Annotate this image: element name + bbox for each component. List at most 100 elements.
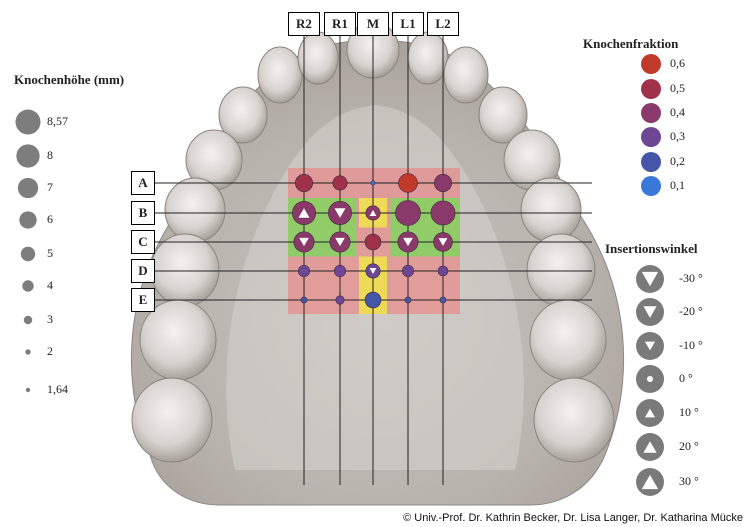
bone-height-label: 7 <box>47 180 53 194</box>
tooth <box>407 31 449 85</box>
angle-wedge-icon <box>298 208 310 218</box>
insertion-angle-marker <box>636 332 664 360</box>
column-label-m: M <box>357 12 389 36</box>
copyright-notice: © Univ.-Prof. Dr. Kathrin Becker, Dr. Li… <box>403 512 743 524</box>
column-label-l1: L1 <box>392 12 424 36</box>
insertion-angle-marker <box>636 265 664 293</box>
bone-height-label: 5 <box>47 246 53 260</box>
insertion-angle-label: 0 ° <box>679 371 693 385</box>
column-label-r1: R1 <box>324 12 356 36</box>
tooth <box>257 46 303 104</box>
insertion-angle-label: -30 ° <box>679 271 703 285</box>
marker-b-r2 <box>292 201 316 225</box>
bone-fraction-marker <box>641 176 661 196</box>
marker-e-r2 <box>300 296 308 304</box>
insertion-angle-label: 20 ° <box>679 439 699 453</box>
marker-d-r2 <box>297 264 311 278</box>
bone-height-legend-markers <box>15 109 41 393</box>
marker-e-l2 <box>439 296 447 304</box>
tooth <box>533 377 615 463</box>
angle-dot-icon <box>647 376 653 382</box>
bone-fraction-marker <box>641 127 661 147</box>
tooth <box>526 233 596 307</box>
bone-fraction-label: 0,6 <box>670 56 685 70</box>
angle-wedge-icon <box>643 441 657 453</box>
grid-markers <box>292 173 456 309</box>
bone-fraction-marker <box>641 103 661 123</box>
bone-fraction-label: 0,2 <box>670 154 685 168</box>
marker-d-m <box>365 263 381 279</box>
angle-wedge-icon <box>334 208 346 218</box>
insertion-angle-label: 10 ° <box>679 405 699 419</box>
insertion-angle-label: 30 ° <box>679 474 699 488</box>
tooth <box>139 299 217 381</box>
insertion-angle-marker <box>636 433 664 461</box>
bone-height-marker <box>19 211 37 229</box>
marker-e-m <box>364 291 382 309</box>
insertion-angle-legend-title: Insertionswinkel <box>605 241 698 256</box>
marker-b-l2 <box>430 200 456 226</box>
marker-d-l1 <box>401 264 415 278</box>
bone-height-legend-title: Knochenhöhe (mm) <box>14 72 125 87</box>
bone-height-marker <box>15 109 41 135</box>
bone-height-label: 8 <box>47 148 53 162</box>
column-label-l2: L2 <box>427 12 459 36</box>
marker-b-m <box>365 205 381 221</box>
bone-fraction-marker <box>641 152 661 172</box>
teeth-group <box>131 21 615 463</box>
marker-a-l1 <box>398 173 418 193</box>
angle-wedge-icon <box>641 271 659 287</box>
insertion-angle-marker <box>636 298 664 326</box>
tooth <box>150 233 220 307</box>
insertion-angle-marker <box>636 399 664 427</box>
bone-fraction-legend-title: Knochenfraktion <box>583 36 679 51</box>
bone-height-marker <box>25 349 31 355</box>
angle-wedge-icon <box>369 268 377 274</box>
bone-fraction-label: 0,5 <box>670 81 685 95</box>
marker-a-l2 <box>434 174 452 192</box>
insertion-angle-label: -10 ° <box>679 338 703 352</box>
bone-height-marker <box>22 280 34 292</box>
marker-c-r1 <box>329 231 351 253</box>
bone-height-label: 4 <box>47 278 53 292</box>
marker-c-m <box>364 233 382 251</box>
angle-wedge-icon <box>335 237 345 247</box>
bone-fraction-legend-markers <box>641 54 661 196</box>
row-label-b: B <box>131 201 155 225</box>
bone-fraction-label: 0,4 <box>670 105 685 119</box>
row-label-e: E <box>131 288 155 312</box>
insertion-angle-legend-markers <box>636 265 664 496</box>
tooth <box>520 177 582 243</box>
bone-height-label: 2 <box>47 344 53 358</box>
bone-height-label: 3 <box>47 312 53 326</box>
marker-e-r1 <box>335 295 345 305</box>
insertion-angle-marker <box>636 468 664 496</box>
marker-a-m <box>370 180 376 186</box>
bone-fraction-label: 0,3 <box>670 129 685 143</box>
angle-wedge-icon <box>643 306 657 318</box>
bone-height-marker <box>16 144 40 168</box>
marker-c-r2 <box>293 231 315 253</box>
bone-height-marker <box>17 177 39 199</box>
angle-wedge-icon <box>438 238 448 246</box>
bone-height-marker <box>20 246 36 262</box>
angle-wedge-icon <box>299 237 309 247</box>
tooth <box>529 299 607 381</box>
tooth <box>478 86 528 144</box>
bone-fraction-marker <box>641 54 661 74</box>
marker-c-l2 <box>433 232 453 252</box>
bone-height-label: 6 <box>47 212 53 226</box>
bone-fraction-label: 0,1 <box>670 178 685 192</box>
bone-height-marker <box>23 315 33 325</box>
column-label-r2: R2 <box>288 12 320 36</box>
angle-wedge-icon <box>369 210 377 216</box>
bone-height-label: 8,57 <box>47 114 68 128</box>
tooth <box>131 377 213 463</box>
marker-d-l2 <box>437 265 449 277</box>
angle-wedge-icon <box>403 237 413 247</box>
bone-height-marker <box>25 387 31 393</box>
marker-d-r1 <box>333 264 347 278</box>
angle-wedge-icon <box>641 474 659 490</box>
